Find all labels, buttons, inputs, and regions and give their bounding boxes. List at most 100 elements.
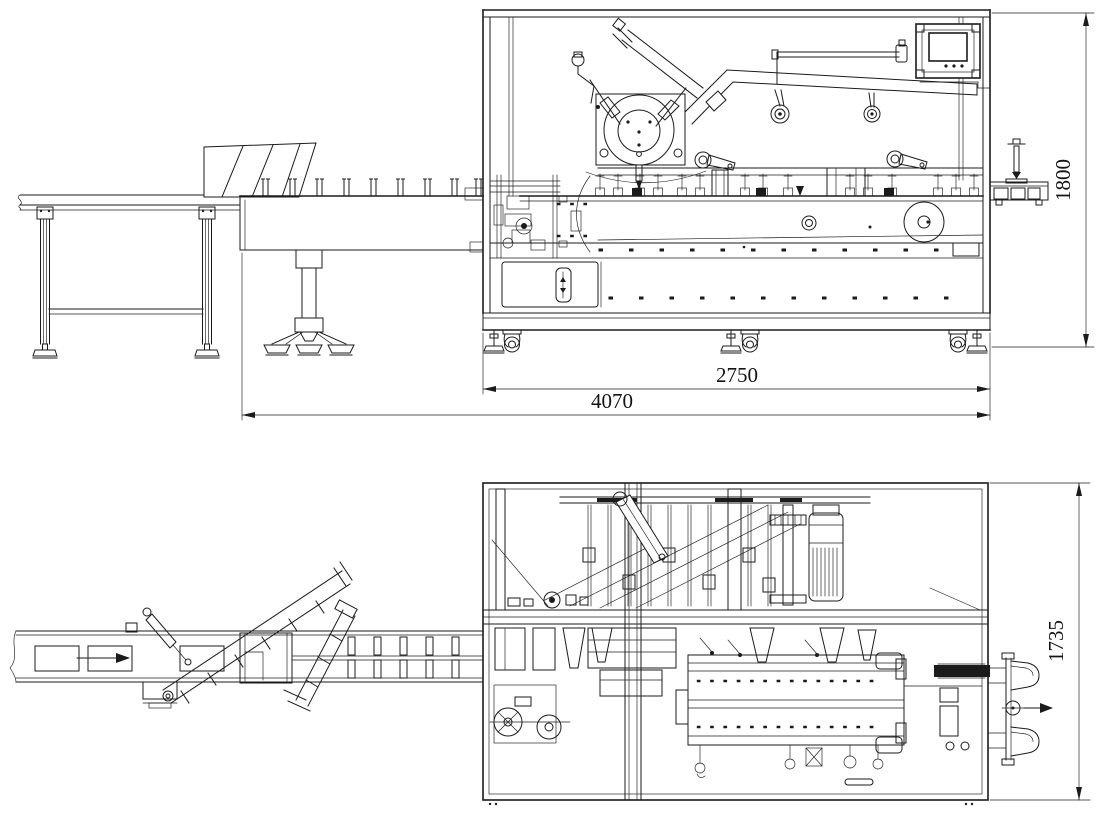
conveyor-flights — [261, 178, 483, 197]
caster-wheel — [948, 329, 968, 353]
guide-funnel — [749, 627, 775, 663]
guide-funnel — [591, 627, 613, 663]
leveling-foot — [720, 329, 742, 354]
push-rod — [635, 164, 643, 190]
dim-label-1735: 1735 — [1044, 620, 1068, 662]
top-beam — [597, 150, 984, 176]
side-elevation-view: 2750 4070 1800 — [17, 9, 1095, 421]
carton-stack-bar — [612, 17, 704, 99]
lifting-column — [769, 504, 807, 606]
infeed-table — [17, 194, 241, 359]
motor — [808, 504, 844, 602]
dimension-1800: 1800 — [991, 12, 1095, 348]
hmi-panel — [915, 23, 991, 89]
guide-funnel — [562, 627, 586, 669]
dimension-2750: 2750 — [482, 332, 991, 395]
guide-bracket — [711, 169, 729, 197]
handwheel-small — [801, 215, 817, 231]
suction-foot — [263, 344, 291, 356]
plan-infeed-conveyor — [9, 561, 484, 712]
cam-track-arc — [585, 170, 707, 184]
cabinet-door — [501, 261, 599, 308]
door-handle — [555, 267, 572, 303]
leveling-foot — [483, 329, 505, 354]
dimension-4070: 4070 — [241, 252, 991, 421]
flow-arrow-in — [76, 653, 130, 663]
plan-main-conveyor — [675, 654, 907, 746]
corner-brace — [491, 539, 549, 607]
carton-chute-ladder — [162, 561, 353, 704]
hmi-screen — [928, 32, 968, 62]
hmi-button — [944, 64, 948, 68]
transfer-frame — [239, 632, 293, 684]
carton-work-line — [519, 167, 984, 202]
table-leg — [194, 206, 220, 359]
lever-roller — [694, 151, 736, 171]
guide-fin — [1010, 660, 1040, 691]
chute-lower-guide — [283, 599, 358, 712]
top-plan-view: 1735 — [9, 482, 1091, 806]
carton-magazine-rail — [612, 17, 978, 125]
suction-arm — [655, 87, 687, 127]
exit-brush — [903, 663, 990, 751]
infeed-transfer-mechanism — [464, 174, 594, 259]
product-hopper — [203, 142, 317, 198]
pusher-carriage — [587, 627, 677, 697]
feed-belt-diagonal — [612, 491, 669, 564]
below-belt-motor — [142, 681, 178, 709]
carton-feeder-rotary — [571, 51, 707, 190]
press-bar — [771, 39, 908, 85]
hmi-button — [960, 64, 964, 68]
plan-carton-magazine — [507, 491, 871, 609]
caster-wheel — [740, 329, 760, 353]
dim-label-4070: 4070 — [591, 389, 633, 413]
machine-frame — [482, 9, 991, 331]
flow-arrow-out — [1023, 703, 1053, 713]
hmi-button — [952, 64, 956, 68]
handwheel-large — [903, 201, 945, 243]
plan-lower-mechanisms — [489, 627, 990, 778]
drive-band — [597, 201, 984, 249]
belt-break-line — [9, 630, 17, 683]
upper-left-drive — [507, 591, 589, 609]
chain-guard-strip — [489, 242, 984, 259]
plan-frame — [482, 482, 989, 806]
dimension-1735: 1735 — [989, 482, 1091, 801]
guide-funnel — [819, 627, 845, 663]
machine-feet — [483, 329, 988, 354]
leveling-foot — [966, 329, 988, 354]
chain-conveyor — [239, 178, 484, 356]
carton-stack-lines — [544, 504, 801, 609]
cam-follower — [796, 186, 804, 196]
chute-actuator — [142, 607, 192, 666]
guide-fin — [1010, 726, 1040, 757]
exit-guides — [987, 652, 1053, 766]
dim-label-2750: 2750 — [716, 363, 758, 387]
magazine-guide-rails — [587, 504, 772, 607]
suction-foot — [327, 344, 355, 356]
glue-hook-arm — [571, 51, 600, 109]
belt-break-line — [17, 194, 22, 211]
guide-funnel — [857, 629, 877, 661]
lower-cabinet — [501, 261, 977, 308]
press-roller — [863, 92, 881, 123]
outfeed-bracket — [989, 138, 1049, 206]
caster-wheel — [502, 329, 522, 353]
suction-foot — [295, 344, 323, 356]
product-box — [179, 645, 225, 672]
film-reel-unwinder — [489, 684, 571, 744]
sensor-block — [125, 622, 138, 633]
corner-brace — [929, 587, 981, 611]
hanging-hooks — [694, 744, 884, 778]
dim-label-1800: 1800 — [1051, 159, 1075, 201]
lever-roller — [886, 150, 928, 170]
suction-arm — [589, 79, 621, 125]
adjust-screw — [1005, 138, 1028, 184]
bucket-flights — [291, 636, 484, 679]
press-roller — [770, 89, 790, 124]
fold-fingers — [699, 637, 819, 657]
table-leg — [32, 206, 58, 359]
support-column — [263, 249, 355, 356]
